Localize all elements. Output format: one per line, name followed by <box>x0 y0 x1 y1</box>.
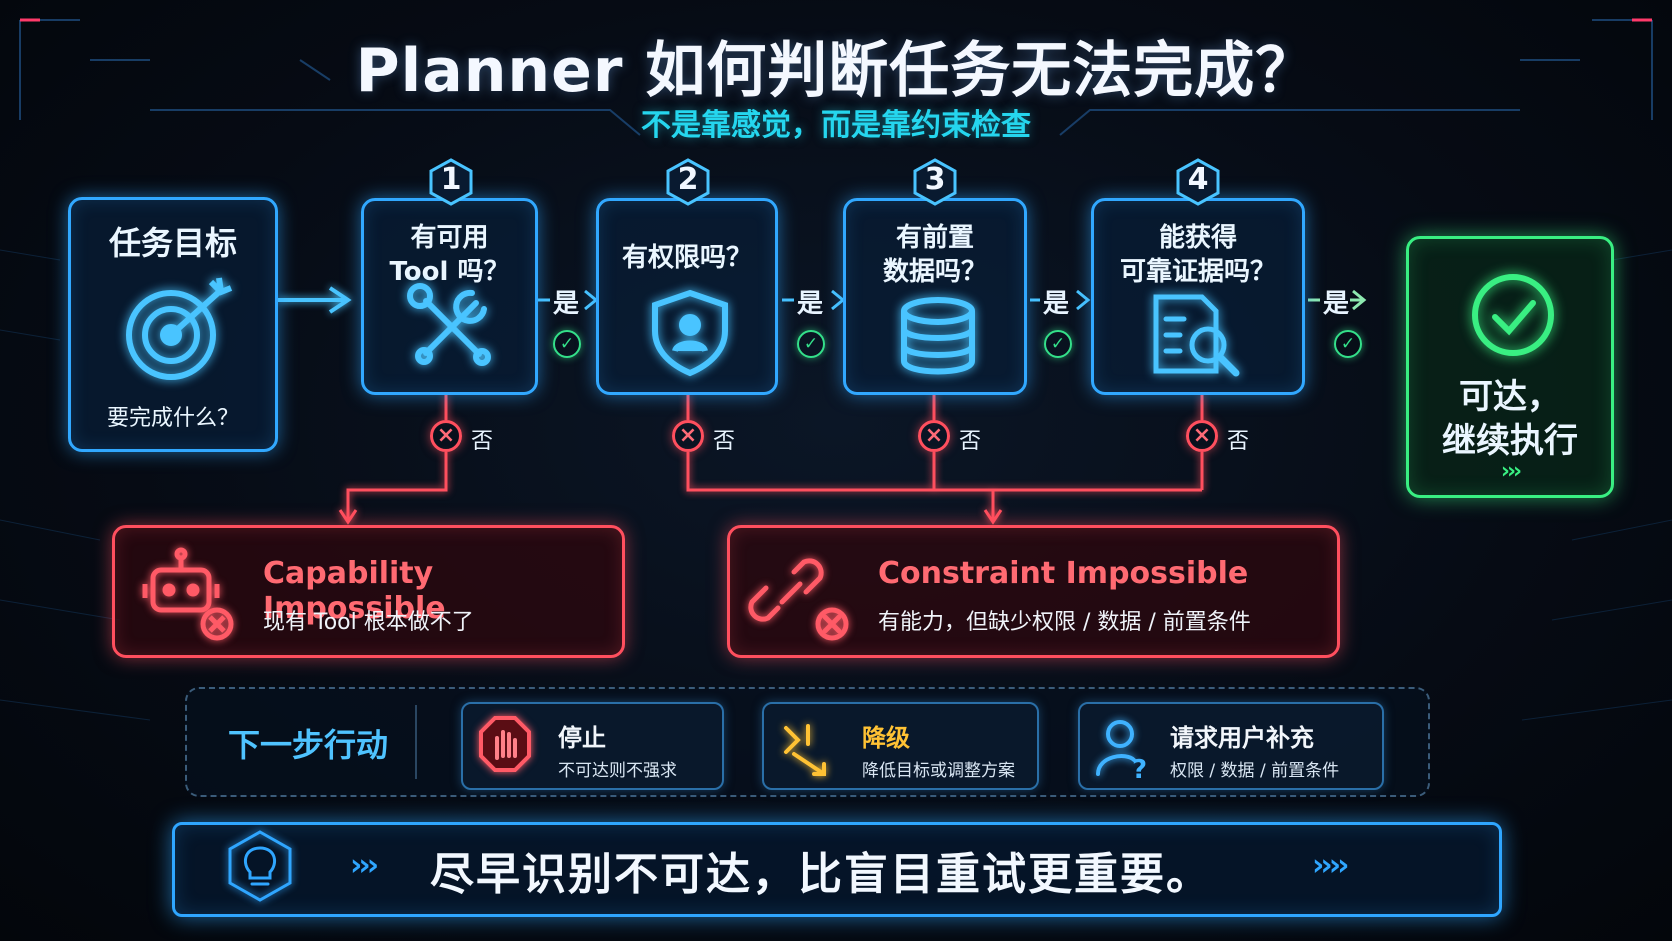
capability-desc: 现有 Tool 根本做不了 <box>263 610 474 635</box>
step-3-number: 3 <box>924 162 946 197</box>
check-icon: ✓ <box>797 330 825 358</box>
step-3-label-line2: 数据吗？ <box>882 257 987 287</box>
chevrons-icon: ››› <box>1500 459 1522 484</box>
result-card: 可达， 继续执行 ››› <box>1406 236 1614 498</box>
constraint-impossible-card: Constraint Impossible 有能力，但缺少权限 / 数据 / 前… <box>727 525 1340 658</box>
action-downgrade-sub: 降低目标或调整方案 <box>862 761 1015 781</box>
downgrade-arrows-icon <box>784 724 826 776</box>
goal-title: 任务目标 <box>108 224 237 262</box>
step-1-label-line1: 有可用 <box>410 223 489 253</box>
step-card-evidence: 能获得 可靠证据吗？ <box>1091 198 1305 395</box>
step-1-badge: 1 <box>427 158 475 206</box>
database-icon <box>901 297 975 375</box>
chevrons-icon: ››› <box>350 848 379 883</box>
x-circle-icon: × <box>430 420 462 452</box>
action-downgrade-title: 降级 <box>862 724 910 752</box>
no-label-4: 否 <box>1227 429 1250 454</box>
action-request-user: ? 请求用户补充 权限 / 数据 / 前置条件 <box>1078 702 1384 790</box>
goal-card: 任务目标 要完成什么？ <box>68 197 278 452</box>
shield-user-icon <box>652 289 728 377</box>
no-label-3: 否 <box>959 429 982 454</box>
svg-text:?: ? <box>1132 755 1147 785</box>
action-downgrade: 降级 降低目标或调整方案 <box>762 702 1039 790</box>
step-4-label-line1: 能获得 <box>1158 223 1237 253</box>
page-title: Planner 如何判断任务无法完成？ <box>355 36 1317 106</box>
user-question-icon: ? <box>1096 720 1147 785</box>
no-label-2: 否 <box>713 429 736 454</box>
step-2-badge: 2 <box>664 158 712 206</box>
broken-link-icon <box>748 558 849 641</box>
step-4-number: 4 <box>1187 162 1209 197</box>
check-icon: ✓ <box>553 330 581 358</box>
yes-label-3: 是 <box>1043 289 1070 319</box>
check-icon: ✓ <box>1334 330 1362 358</box>
action-request-sub: 权限 / 数据 / 前置条件 <box>1170 761 1340 781</box>
document-search-icon <box>1153 294 1240 377</box>
step-2-number: 2 <box>677 162 699 197</box>
capability-impossible-card: Capability Impossible 现有 Tool 根本做不了 <box>112 525 625 658</box>
check-icon: ✓ <box>1044 330 1072 358</box>
robot-x-icon <box>142 547 234 641</box>
action-stop: 停止 不可达则不强求 <box>461 702 724 790</box>
step-4-badge: 4 <box>1174 158 1222 206</box>
constraint-title: Constraint Impossible <box>878 556 1249 591</box>
capability-title: Capability Impossible <box>263 556 446 626</box>
action-stop-title: 停止 <box>558 724 606 752</box>
x-circle-icon: × <box>1186 420 1218 452</box>
step-3-label-line1: 有前置 <box>895 223 974 253</box>
check-circle-icon <box>1472 274 1554 356</box>
lightbulb-icon <box>228 830 292 902</box>
yes-label-2: 是 <box>797 289 824 319</box>
step-card-permission: 有权限吗？ <box>596 198 778 395</box>
action-stop-sub: 不可达则不强求 <box>558 761 677 781</box>
step-3-badge: 3 <box>911 158 959 206</box>
footer-banner <box>172 822 1502 917</box>
step-card-tool: 有可用 Tool 吗？ <box>361 198 538 395</box>
result-line2: 继续执行 <box>1442 421 1578 461</box>
stop-hand-icon <box>479 716 531 772</box>
tools-icon <box>407 283 491 366</box>
footer-text: 尽早识别不可达，比盲目重试更重要。 <box>430 849 1212 900</box>
step-1-label-line2: Tool 吗？ <box>389 257 510 287</box>
chevrons-icon: ›››› <box>1312 848 1350 883</box>
goal-caption: 要完成什么？ <box>106 406 239 431</box>
x-circle-icon: × <box>918 420 950 452</box>
page-subtitle: 不是靠感觉，而是靠约束检查 <box>641 108 1031 143</box>
step-1-number: 1 <box>440 162 462 197</box>
x-circle-icon: × <box>672 420 704 452</box>
yes-label-1: 是 <box>553 289 580 319</box>
next-actions-label: 下一步行动 <box>228 726 389 764</box>
step-4-label-line2: 可靠证据吗？ <box>1119 257 1276 287</box>
constraint-desc: 有能力，但缺少权限 / 数据 / 前置条件 <box>878 610 1251 635</box>
action-request-title: 请求用户补充 <box>1170 724 1314 752</box>
yes-label-4: 是 <box>1323 289 1350 319</box>
target-icon <box>126 277 233 380</box>
result-line1: 可达， <box>1459 377 1561 417</box>
step-2-label-line1: 有权限吗？ <box>621 243 752 273</box>
divider <box>415 705 417 779</box>
no-label-1: 否 <box>471 429 494 454</box>
step-card-data: 有前置 数据吗？ <box>843 198 1027 395</box>
